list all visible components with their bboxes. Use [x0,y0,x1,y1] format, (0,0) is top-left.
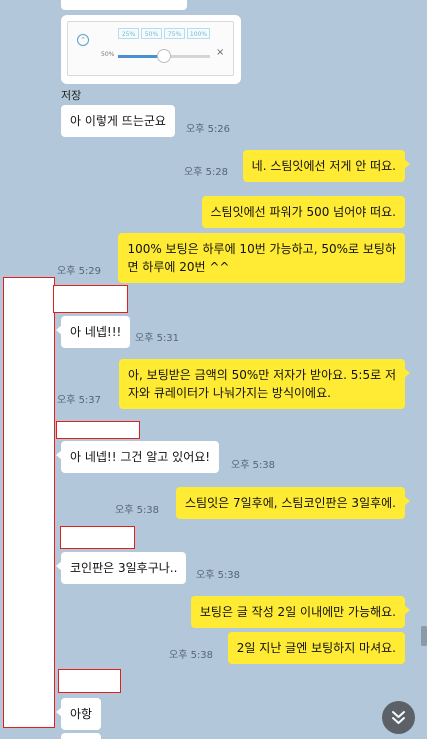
message-text: 아, 보팅받은 금액의 50%만 저자가 받아요. 5:5로 저 [128,368,396,382]
message-text: 코인판은 3일후구나.. [70,561,178,575]
message-text: 아항 [70,707,93,721]
message-bubble[interactable]: 코인판은 3일후구나.. [55,552,187,584]
message-text: 아 네넵!! 그건 알고 있어요! [70,450,211,464]
message-time: 오후 5:26 [186,124,231,135]
message-text: 아 네넵!!! [70,325,122,339]
redacted-sender-name [56,421,140,439]
message-text: 보팅은 글 작성 2일 이내에만 가능해요. [199,605,396,619]
message-text: 아 이렇게 뜨는군요 [70,114,166,128]
message-bubble[interactable]: 스팀잇은 7일후에, 스팀코인판은 3일후에. [176,487,410,519]
redacted-sender-name [60,526,135,549]
message-bubble[interactable]: 아 이렇게 뜨는군요 [61,105,175,137]
message-bubble[interactable]: 네. 스팀잇에선 저게 안 떠요. [242,150,411,182]
message-text: 스팀잇은 7일후에, 스팀코인판은 3일후에. [185,496,396,510]
message-bubble[interactable]: 2일 지난 글엔 보팅하지 마셔요. [227,632,405,664]
message-text: 100% 보팅은 하루에 10번 가능하고, 50%로 보팅하 [127,242,396,256]
slider-knob [157,49,171,63]
percent-chip: 50% [141,28,162,39]
message-time: 오후 5:28 [184,167,229,178]
chevron-double-down-icon [392,711,405,724]
message-time: 오후 5:38 [115,505,160,516]
message-bubble[interactable]: 100% 보팅은 하루에 10번 가능하고, 50%로 보팅하 면 하루에 20… [118,233,405,283]
message-bubble-partial[interactable] [61,733,101,739]
redacted-profile-area [3,277,55,728]
message-text: 2일 지난 글엔 보팅하지 마셔요. [236,641,396,655]
voting-slider-screenshot: ⌃ 25% 50% 75% 100% 50% × [67,21,234,76]
save-link[interactable]: 저장 [61,89,82,102]
percent-chip: 25% [118,28,139,39]
percent-chip: 75% [164,28,185,39]
collapse-icon: ⌃ [77,34,89,46]
image-message[interactable]: ⌃ 25% 50% 75% 100% 50% × [61,15,241,84]
message-time: 오후 5:38 [196,570,241,581]
message-bubble[interactable]: 아항 [55,698,102,730]
message-bubble[interactable]: 아 네넵!!! [55,316,131,348]
message-bubble[interactable]: 보팅은 글 작성 2일 이내에만 가능해요. [190,596,411,628]
message-time: 오후 5:29 [57,266,102,277]
percent-chip: 100% [187,28,210,39]
redacted-sender-name [58,669,121,693]
message-text: 스팀잇에선 파워가 500 넘어야 떠요. [210,205,397,219]
scrollbar-thumb[interactable] [421,626,427,646]
message-text: 네. 스팀잇에선 저게 안 떠요. [251,159,396,173]
message-text: 자와 큐레이터가 나눠가지는 방식이에요. [128,386,331,400]
slider-percent-label: 50% [101,51,115,58]
message-bubble-partial[interactable] [61,0,187,10]
message-bubble[interactable]: 스팀잇에선 파워가 500 넘어야 떠요. [201,196,405,228]
message-bubble[interactable]: 아 네넵!! 그건 알고 있어요! [55,441,220,473]
message-time: 오후 5:38 [231,460,276,471]
message-time: 오후 5:37 [57,395,102,406]
scroll-to-bottom-button[interactable] [382,701,415,734]
redacted-sender-name [53,285,128,313]
message-time: 오후 5:38 [169,650,214,661]
message-text: 면 하루에 20번 ^^ [127,260,230,274]
slider-fill [118,55,164,58]
close-icon: × [216,47,225,58]
message-bubble[interactable]: 아, 보팅받은 금액의 50%만 저자가 받아요. 5:5로 저 자와 큐레이터… [119,359,410,409]
message-time: 오후 5:31 [135,333,180,344]
